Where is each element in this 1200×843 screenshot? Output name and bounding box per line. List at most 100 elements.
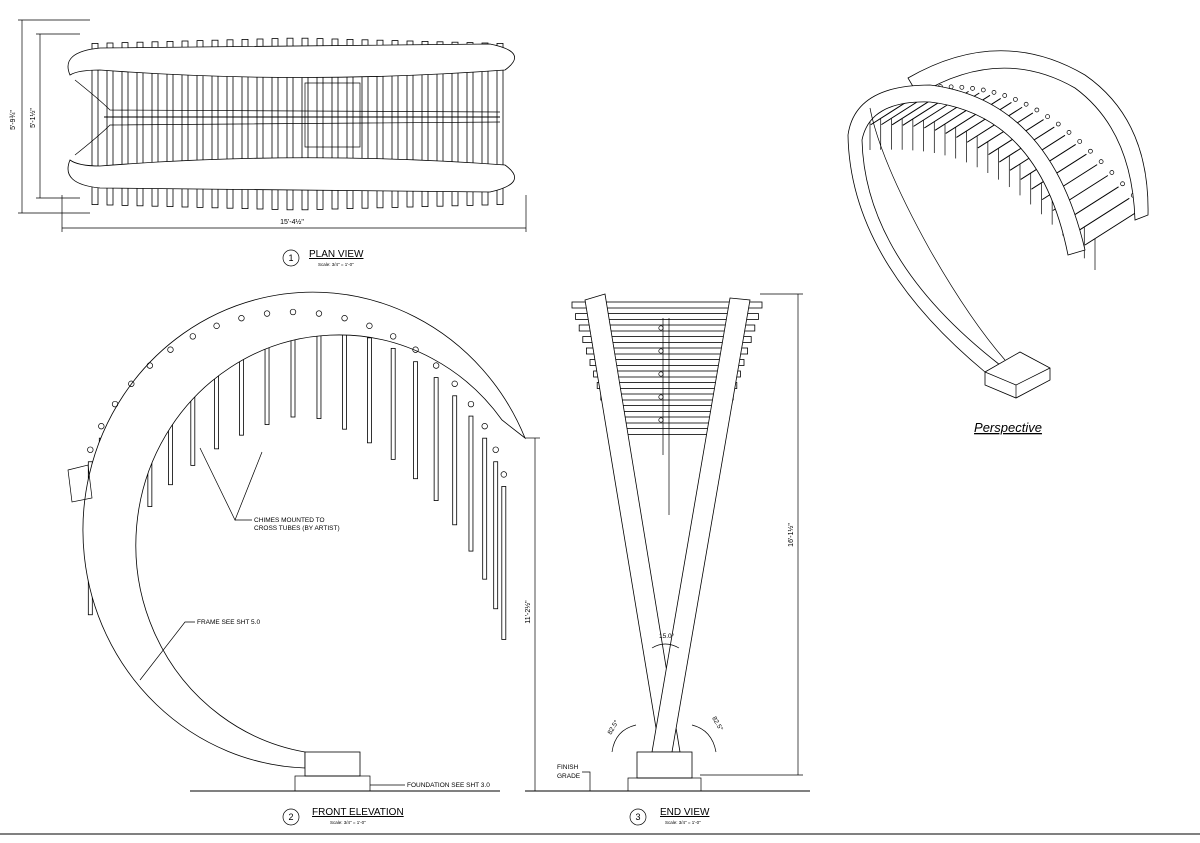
front-dim-height: 11'-2½" bbox=[524, 600, 532, 624]
front-tube-hole bbox=[111, 400, 119, 408]
front-view-number-circle bbox=[282, 808, 300, 826]
end-cross-tube bbox=[589, 359, 745, 366]
front-tube-hole bbox=[87, 446, 94, 453]
plan-cross-tube bbox=[406, 40, 414, 208]
plan-cross-tube bbox=[496, 43, 504, 205]
plan-frame-top bbox=[67, 43, 515, 78]
front-tube-hole bbox=[128, 380, 135, 387]
front-chime bbox=[390, 347, 396, 460]
front-tube-hole bbox=[263, 310, 271, 317]
plan-cross-tube bbox=[376, 39, 384, 209]
plan-view-scale: Scale: 3/4" = 1'-0" bbox=[318, 262, 354, 267]
plan-cross-tube bbox=[451, 41, 459, 207]
plan-cross-tube bbox=[391, 40, 399, 208]
plan-cross-tube bbox=[286, 37, 294, 211]
front-note-frame: FRAME SEE SHT 5.0 bbox=[197, 619, 260, 626]
perspective-tube-end bbox=[970, 86, 975, 91]
end-cross-tube bbox=[571, 301, 763, 309]
perspective-base-block bbox=[984, 351, 1051, 399]
plan-cross-tube bbox=[331, 38, 339, 210]
front-tube-hole bbox=[500, 471, 507, 478]
end-cross-tube bbox=[596, 382, 738, 389]
plan-cross-tube bbox=[121, 42, 129, 206]
plan-cross-tube bbox=[136, 41, 144, 207]
front-tube-hole bbox=[467, 400, 475, 408]
front-tube-hole bbox=[341, 315, 348, 322]
plan-inner-curve-bottom bbox=[74, 121, 501, 156]
end-view-scale: Scale: 3/4" = 1'-0" bbox=[665, 820, 701, 825]
front-elevation: CHIMES MOUNTED TO CROSS TUBES (BY ARTIST… bbox=[67, 291, 540, 826]
perspective-tube-end bbox=[1002, 93, 1008, 98]
perspective-tube-end bbox=[1055, 121, 1061, 127]
front-chime bbox=[452, 395, 458, 526]
front-tube-hole bbox=[146, 362, 154, 369]
perspective-view: Perspective bbox=[847, 50, 1149, 435]
front-base-plate bbox=[304, 751, 361, 777]
front-tube-hole bbox=[481, 423, 488, 430]
perspective-tube-end bbox=[1109, 170, 1115, 175]
end-cross-tube bbox=[593, 370, 741, 378]
end-right-leg bbox=[651, 297, 751, 753]
front-chimes-leader bbox=[199, 447, 263, 521]
front-note-chimes-2: CROSS TUBES (BY ARTIST) bbox=[254, 525, 340, 532]
perspective-tube-end bbox=[991, 90, 997, 95]
front-chime bbox=[468, 415, 474, 552]
plan-cross-tube bbox=[361, 39, 369, 209]
plan-dim-inner-height: 5'-1½" bbox=[29, 108, 37, 128]
front-chime bbox=[367, 337, 372, 444]
plan-cross-tube bbox=[466, 42, 474, 206]
end-cross-tube bbox=[575, 313, 759, 320]
end-dim-height: 16'-1½" bbox=[787, 523, 795, 547]
front-chime bbox=[413, 361, 418, 480]
front-chime bbox=[501, 486, 507, 640]
plan-view-title: PLAN VIEW bbox=[309, 249, 364, 260]
front-view-title: FRONT ELEVATION bbox=[312, 807, 404, 818]
plan-cross-tube bbox=[106, 42, 114, 206]
front-tube-hole bbox=[238, 315, 245, 322]
front-tube-hole bbox=[412, 346, 419, 353]
front-tube-hole bbox=[289, 308, 297, 316]
front-note-chimes-1: CHIMES MOUNTED TO bbox=[254, 517, 325, 524]
perspective-tube-end bbox=[1013, 97, 1018, 102]
front-tube-hole bbox=[492, 446, 499, 453]
front-tube-hole bbox=[432, 362, 440, 369]
end-view: 15.0° 82.5° 82.5° FINISH GRADE 16'-1½" 3… bbox=[525, 293, 810, 826]
front-note-foundation: FOUNDATION SEE SHT 3.0 bbox=[407, 782, 490, 789]
perspective-tube-end bbox=[959, 84, 965, 90]
front-tube-hole bbox=[451, 380, 458, 387]
end-angle-right-arc bbox=[691, 724, 717, 753]
front-cross-tube-holes bbox=[87, 308, 507, 478]
end-grade-leader bbox=[582, 771, 591, 791]
perspective-tube-end bbox=[1120, 181, 1125, 187]
front-chime bbox=[342, 329, 347, 430]
end-view-title: END VIEW bbox=[660, 807, 710, 818]
front-chime bbox=[482, 437, 488, 580]
plan-cross-tube bbox=[166, 41, 174, 207]
perspective-tube-end bbox=[1077, 139, 1083, 144]
perspective-tube-end bbox=[1034, 107, 1040, 113]
plan-cross-tube bbox=[421, 41, 429, 207]
plan-cross-tube bbox=[181, 40, 189, 208]
plan-cross-tube bbox=[436, 41, 444, 207]
perspective-tube-end bbox=[980, 87, 986, 93]
end-view-number-circle bbox=[629, 808, 647, 826]
front-frame-leader bbox=[139, 621, 195, 681]
perspective-title: Perspective bbox=[974, 420, 1042, 435]
end-angle-top: 15.0° bbox=[659, 632, 675, 640]
front-view-number: 2 bbox=[288, 812, 293, 822]
end-base-plate bbox=[636, 751, 693, 779]
plan-dim-overall-height: 5'-9¾" bbox=[10, 110, 17, 130]
end-foundation bbox=[627, 777, 702, 792]
plan-dim-length: 15'-4½" bbox=[280, 218, 304, 226]
end-note-grade-1: FINISH bbox=[557, 764, 579, 771]
front-tube-hole bbox=[213, 322, 220, 329]
end-cross-tube bbox=[586, 347, 749, 355]
front-view-scale: Scale: 3/4" = 1'-0" bbox=[330, 820, 366, 825]
end-angle-right: 82.5° bbox=[710, 715, 725, 733]
perspective-frame-front bbox=[847, 84, 1086, 373]
plan-inner-curve-top bbox=[74, 79, 501, 113]
plan-frame-bottom bbox=[67, 157, 515, 193]
front-tube-hole bbox=[315, 310, 323, 317]
end-cross-tube bbox=[582, 336, 752, 343]
